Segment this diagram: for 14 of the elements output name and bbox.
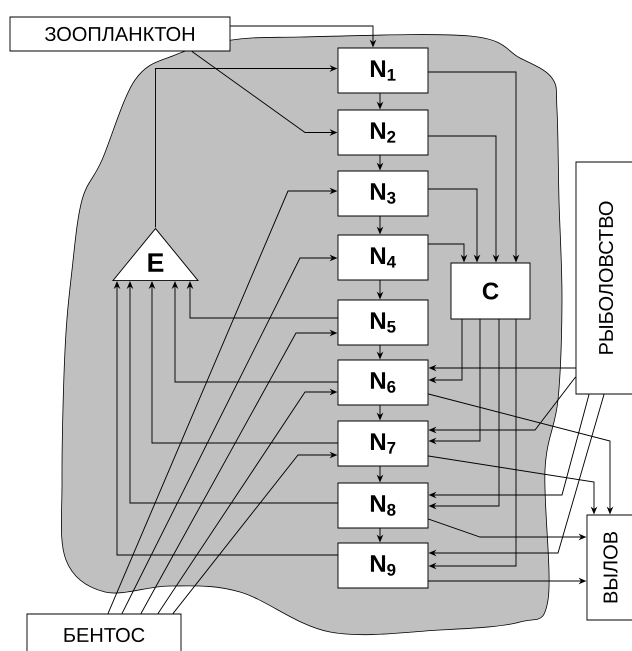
source-box: БЕНТОС — [26, 614, 182, 651]
label-box: ВЫЛОВ — [586, 514, 632, 620]
label-box: РЫБОЛОВСТВО — [576, 162, 632, 394]
process-box: C — [450, 262, 530, 320]
process-box: N$_{8}$ — [338, 482, 428, 528]
source-box: ЗООПЛАНКТОН — [10, 16, 230, 52]
process-box: N$_{4}$ — [338, 234, 428, 280]
process-box: N$_{9}$ — [338, 542, 428, 588]
process-box: N$_{6}$ — [338, 360, 428, 406]
process-box: N$_{2}$ — [338, 110, 428, 156]
process-box: N$_{5}$ — [338, 300, 428, 346]
process-box: N$_{1}$ — [338, 48, 428, 94]
process-box: N$_{3}$ — [338, 170, 428, 216]
process-box: N$_{7}$ — [338, 420, 428, 466]
